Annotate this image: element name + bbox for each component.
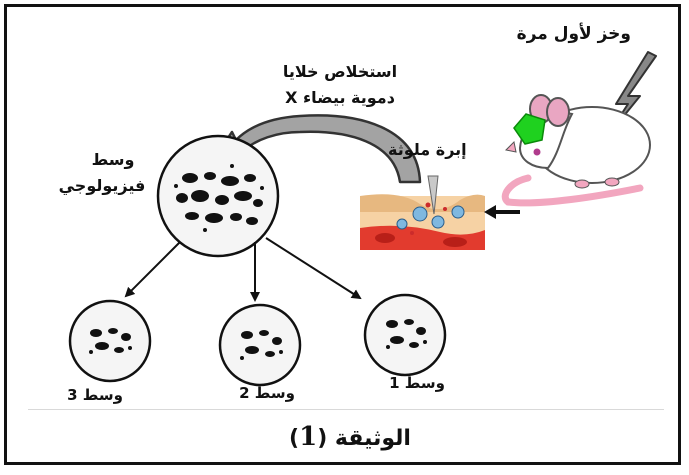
physiological-medium-label-line2: فيزيولوجي bbox=[58, 176, 146, 195]
medium-3-dish bbox=[68, 299, 152, 383]
physiological-medium-label-line1: وسط bbox=[91, 150, 135, 169]
caption-word: الوثيقة bbox=[334, 426, 411, 451]
skin-section-illustration bbox=[360, 194, 485, 250]
medium-1-label: وسط 1 bbox=[389, 374, 445, 392]
medium-2-dish bbox=[218, 303, 302, 387]
needle-icon bbox=[427, 175, 439, 215]
medium-1-dish bbox=[363, 293, 447, 377]
extraction-curved-arrow bbox=[210, 114, 422, 184]
caption-number: 1 bbox=[299, 422, 318, 452]
skin-pointer-arrowhead bbox=[484, 205, 496, 219]
extraction-label-line2: دموية بيضاء X bbox=[285, 88, 395, 107]
document-frame bbox=[4, 4, 681, 465]
needle-label: إبرة ملوثة bbox=[388, 140, 467, 159]
medium-3-label: وسط 3 bbox=[67, 386, 123, 404]
caption-divider bbox=[28, 409, 664, 410]
first-injection-label: وخز لأول مرة bbox=[516, 24, 631, 44]
medium-2-label: وسط 2 bbox=[239, 384, 295, 402]
physiological-medium-dish bbox=[156, 134, 280, 258]
extraction-label-line1: استخلاص خلايا bbox=[282, 62, 398, 81]
document-caption: الوثيقة (1) bbox=[289, 422, 411, 452]
mouse-icon bbox=[501, 94, 651, 207]
arrow-to-medium-3 bbox=[124, 241, 181, 298]
arrow-to-medium-1 bbox=[265, 237, 362, 300]
